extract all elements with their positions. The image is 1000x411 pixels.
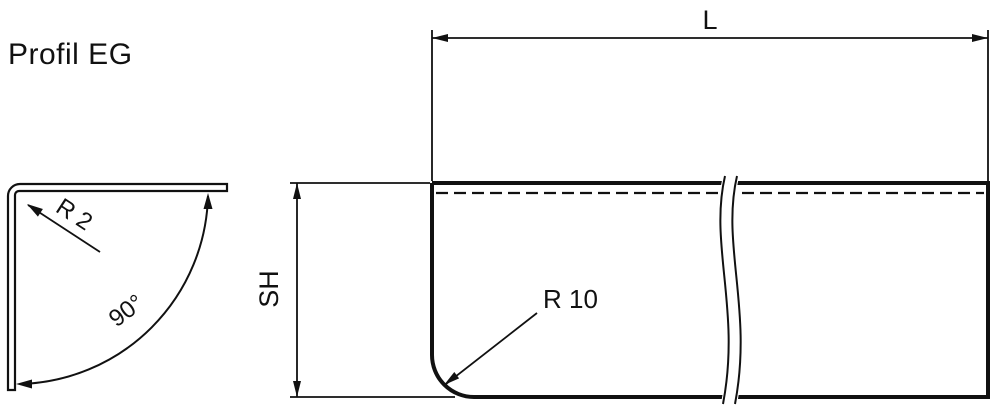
break-line-left [719, 175, 730, 405]
drawing-title: Profil EG [8, 38, 133, 71]
corner-radius-label: R 10 [543, 284, 598, 314]
angle-dimension-arc [19, 195, 209, 385]
length-label: L [702, 5, 717, 35]
panel-outline [430, 181, 990, 399]
angle-arc-arrowhead-top [203, 193, 213, 209]
sh-arrowhead-bottom [293, 381, 301, 397]
height-label: SH [254, 270, 284, 308]
l-arrowhead-right [972, 34, 988, 42]
sh-arrowhead-top [293, 183, 301, 199]
l-arrowhead-left [432, 34, 448, 42]
corner-profile-detail: R 2 90° [6, 182, 229, 392]
r10-leader-arrowhead [444, 372, 460, 385]
angle-arc-arrowhead-bottom [16, 379, 32, 389]
r2-leader-arrowhead [27, 204, 43, 217]
angle-label: 90° [104, 289, 149, 332]
r2-radius-label: R 2 [51, 193, 97, 236]
break-line-right [731, 175, 742, 405]
break-line-mask [718, 174, 743, 406]
angle-profile-shape [6, 182, 229, 392]
panel-view: L SH R 10 [254, 5, 990, 406]
r10-leader-line [445, 312, 538, 385]
